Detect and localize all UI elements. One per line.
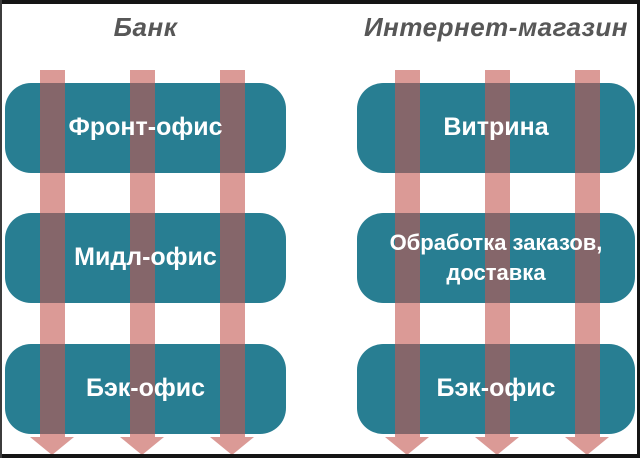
shop-order-processing-label: Обработка заказов, доставка bbox=[389, 230, 603, 285]
frame-border-left bbox=[0, 0, 2, 458]
flow-arrow-head-1 bbox=[30, 437, 74, 455]
bank-front-office-label: Фронт-офис bbox=[68, 113, 223, 142]
frame-border-top bbox=[0, 0, 640, 4]
flow-arrow-shaft-4 bbox=[395, 70, 420, 437]
flow-arrow-head-6 bbox=[565, 437, 609, 455]
shop-column-title: Интернет-магазин bbox=[363, 12, 628, 42]
flow-arrow-shaft-6 bbox=[575, 70, 600, 437]
flow-arrow-shaft-5 bbox=[485, 70, 510, 437]
bank-back-office-label: Бэк-офис bbox=[85, 374, 206, 403]
flow-arrow-head-4 bbox=[385, 437, 429, 455]
flow-arrow-head-2 bbox=[120, 437, 164, 455]
bank-middle-office-label: Мидл-офис bbox=[74, 243, 217, 272]
flow-arrow-shaft-1 bbox=[40, 70, 65, 437]
flow-arrow-shaft-3 bbox=[220, 70, 245, 437]
shop-back-office-label: Бэк-офис bbox=[436, 374, 556, 403]
flow-arrow-head-3 bbox=[210, 437, 254, 455]
flow-arrow-shaft-2 bbox=[130, 70, 155, 437]
bank-column-title: Банк bbox=[113, 12, 178, 42]
frame-border-right bbox=[637, 0, 640, 458]
frame-border-bottom bbox=[0, 454, 640, 458]
shop-storefront-label: Витрина bbox=[443, 113, 549, 142]
flow-arrow-head-5 bbox=[475, 437, 519, 455]
